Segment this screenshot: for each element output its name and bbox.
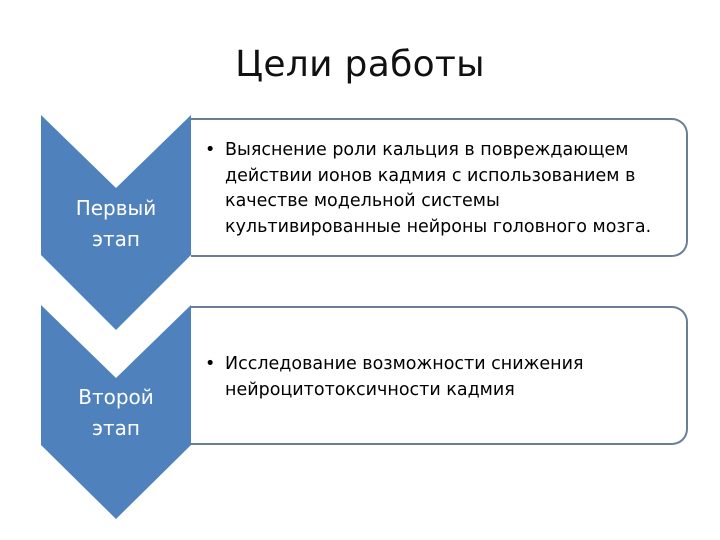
stage-1-label-line1: Первый [75, 196, 157, 220]
goal-text-line: Выяснение роли кальция в повреждающем [225, 140, 629, 160]
goal-text-line: качестве модельной системы [225, 191, 500, 211]
stage-2-label-line1: Второй [78, 385, 154, 409]
goal-text-line: действии ионов кадмия с использованием в [225, 165, 636, 186]
stage-2-goal-list: • Исследование возможности снижения нейр… [191, 352, 686, 403]
stage-2-goal-item: • Исследование возможности снижения нейр… [191, 352, 686, 403]
bullet-icon: • [205, 140, 216, 160]
stage-1-label-line2: этап [92, 227, 140, 251]
chevron-stage-1 [41, 115, 191, 330]
stage-1-goal-item: • Выяснение роли кальция в повреждающем … [191, 138, 686, 240]
slide-title: Цели работы [235, 44, 485, 85]
stage-2-label: Второй этап [41, 382, 191, 444]
goal-text-line: культивированные нейроны головного мозга… [225, 216, 652, 237]
stage-1-label: Первый этап [41, 193, 191, 255]
bullet-icon: • [205, 354, 216, 374]
stage-1-goal-list: • Выяснение роли кальция в повреждающем … [191, 138, 686, 240]
goal-text-line: Исследование возможности снижения [225, 354, 584, 374]
goal-text-line: нейроцитотоксичности кадмия [225, 379, 515, 400]
chevron-stage-2 [41, 305, 191, 519]
stage-2-label-line2: этап [92, 416, 140, 440]
stage-1-goal-box: • Выяснение роли кальция в повреждающем … [191, 118, 688, 257]
stage-2-goal-box: • Исследование возможности снижения нейр… [191, 306, 688, 445]
